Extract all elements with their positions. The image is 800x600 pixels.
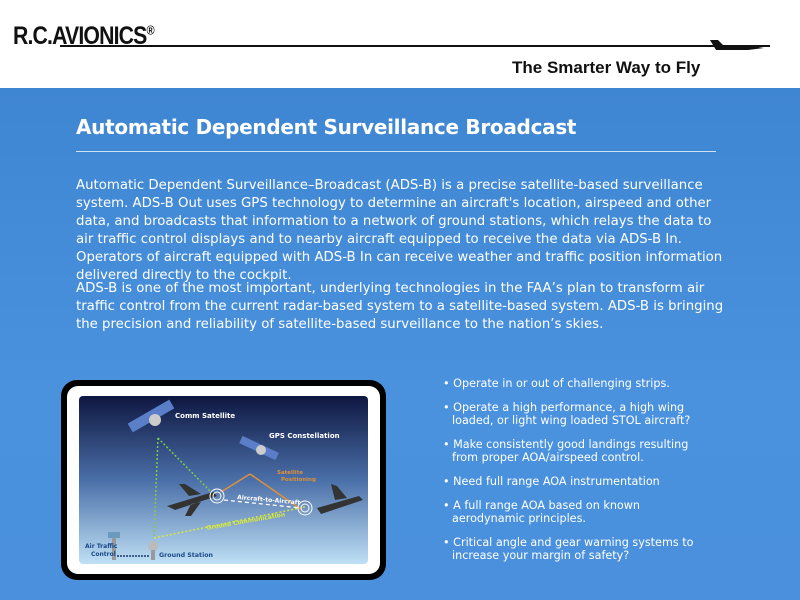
faa-paragraph: ADS-B is one of the most important, unde… [76, 281, 724, 332]
list-item: Operate a high performance, a high wing … [443, 401, 703, 427]
label-ground-station: Ground Station [159, 552, 213, 559]
jet-icon [710, 40, 764, 50]
label-positioning: Positioning [281, 477, 316, 483]
header-rule [60, 45, 770, 47]
airplane-icon [317, 484, 363, 514]
main-content: Automatic Dependent Surveillance Broadca… [0, 88, 800, 600]
title-divider [76, 151, 716, 152]
label-satellite: Satellite [277, 470, 303, 476]
page-title: Automatic Dependent Surveillance Broadca… [76, 115, 577, 139]
label-comm-satellite: Comm Satellite [175, 412, 235, 420]
label-control: Control [91, 551, 116, 558]
header: R.C.AVIONICS® The Smarter Way to Fly [0, 0, 800, 88]
tagline: The Smarter Way to Fly [512, 58, 701, 77]
feature-list: Operate in or out of challenging strips.… [443, 377, 703, 573]
gps-satellite-icon [239, 435, 279, 461]
label-gps: GPS Constellation [269, 432, 340, 440]
control-tower-icon [108, 532, 120, 560]
list-item: Operate in or out of challenging strips. [443, 377, 703, 390]
adsb-diagram: Comm Satellite GPS Constellation Satelli… [61, 380, 386, 580]
comm-satellite-icon [127, 399, 175, 433]
label-atc: Air Traffic [85, 543, 118, 550]
ground-station-icon [148, 541, 158, 560]
registered-mark: ® [146, 22, 154, 38]
list-item: A full range AOA based on known aerodyna… [443, 499, 703, 525]
airplane-icon [167, 484, 217, 516]
list-item: Critical angle and gear warning systems … [443, 536, 703, 562]
list-item: Make consistently good landings resultin… [443, 438, 703, 464]
intro-paragraph: Automatic Dependent Surveillance–Broadca… [76, 178, 723, 283]
list-item: Need full range AOA instrumentation [443, 475, 703, 488]
